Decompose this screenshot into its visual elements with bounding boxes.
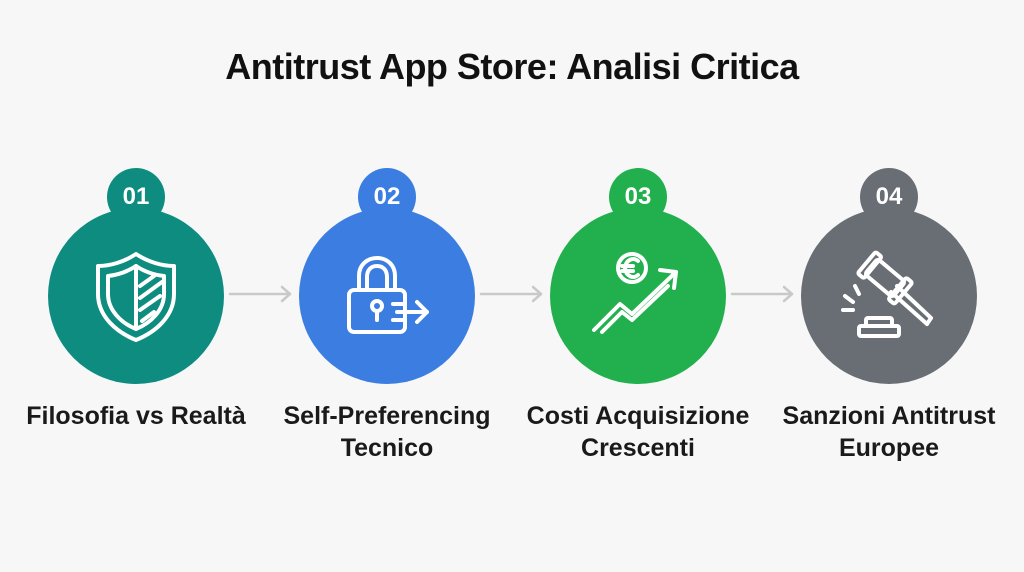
arrow-right-icon [730, 285, 794, 303]
step-2-circle [299, 208, 475, 384]
arrow-right-icon [479, 285, 543, 303]
step-3-label: Costi Acquisizione Crescenti [526, 402, 750, 462]
step-4-number-badge: 04 [860, 168, 918, 226]
step-1-number-badge: 01 [107, 168, 165, 226]
arrow-right-icon [228, 285, 292, 303]
euro-growth-icon [592, 252, 678, 334]
step-3-circle [550, 208, 726, 384]
step-4-label: Sanzioni Antitrust Europee [782, 402, 996, 462]
lock-arrow-icon [347, 256, 429, 334]
page-title: Antitrust App Store: Analisi Critica [225, 46, 799, 87]
gavel-icon [841, 250, 933, 338]
step-3-number-badge: 03 [609, 168, 667, 226]
step-2-label: Self-Preferencing Tecnico [283, 402, 491, 462]
step-2-number-badge: 02 [358, 168, 416, 226]
step-1-label: Filosofia vs Realtà [26, 402, 246, 430]
shield-icon [96, 252, 176, 342]
